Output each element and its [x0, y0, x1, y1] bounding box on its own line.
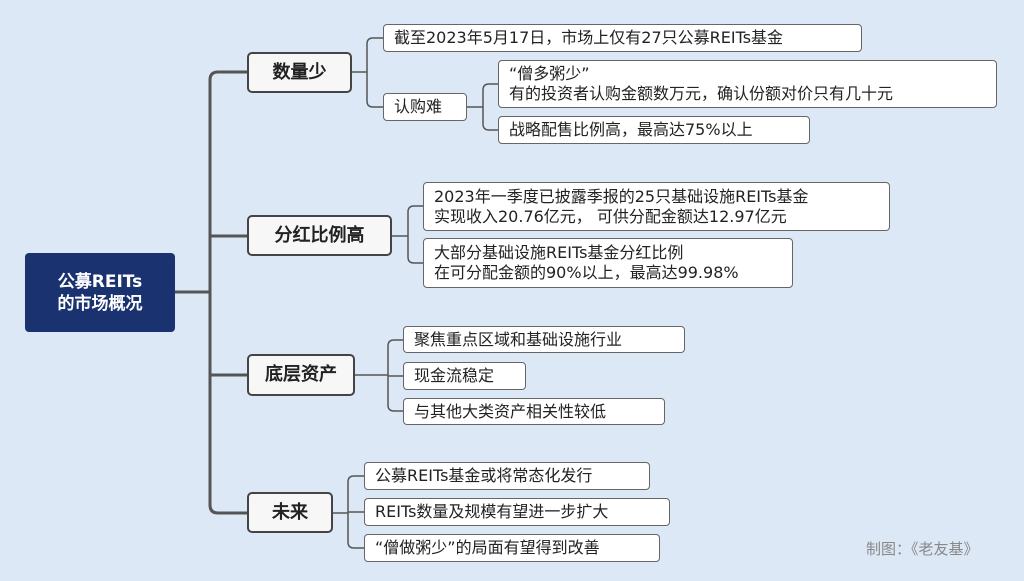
subtopic-scale-expansion[interactable]: REITs数量及规模有望进一步扩大	[364, 498, 670, 526]
node-line: 2023年一季度已披露季报的25只基础设施REITs基金	[434, 186, 809, 206]
subtopic-hard-to-subscribe[interactable]: 认购难	[383, 93, 467, 121]
root-line2: 的市场概况	[57, 293, 143, 314]
subtopic-normalized-issuance[interactable]: 公募REITs基金或将常态化发行	[364, 462, 650, 490]
topic-high-dividend[interactable]: 分红比例高	[247, 215, 392, 256]
topic-quantity-low[interactable]: 数量少	[247, 52, 352, 93]
node-line: 实现收入20.76亿元， 可供分配金额达12.97亿元	[434, 206, 787, 226]
credit-label: 制图：《老友基》	[866, 540, 979, 558]
node-line: “僧多粥少”	[509, 64, 590, 83]
subtopic-fund-count[interactable]: 截至2023年5月17日，市场上仅有27只公募REITs基金	[383, 24, 862, 52]
topic-future[interactable]: 未来	[247, 492, 333, 533]
node-line: 在可分配金额的90%以上，最高达99.98%	[434, 263, 739, 282]
root-node[interactable]: 公募REITs 的市场概况	[25, 253, 175, 332]
subtopic-improvement[interactable]: “僧做粥少”的局面有望得到改善	[364, 534, 660, 562]
subtopic-q1-income[interactable]: 2023年一季度已披露季报的25只基础设施REITs基金 实现收入20.76亿元…	[423, 182, 890, 231]
subtopic-low-correlation[interactable]: 与其他大类资产相关性较低	[403, 398, 665, 425]
subtopic-stable-cashflow[interactable]: 现金流稳定	[403, 362, 526, 390]
subtopic-dividend-ratio[interactable]: 大部分基础设施REITs基金分红比例 在可分配金额的90%以上，最高达99.98…	[423, 238, 793, 288]
node-line: 有的投资者认购金额数万元，确认份额对价只有几十元	[509, 84, 894, 103]
topic-underlying-assets[interactable]: 底层资产	[247, 354, 355, 396]
node-line: 大部分基础设施REITs基金分红比例	[434, 243, 684, 262]
subtopic-oversubscribed[interactable]: “僧多粥少” 有的投资者认购金额数万元，确认份额对价只有几十元	[498, 60, 997, 108]
subtopic-strategic-placement[interactable]: 战略配售比例高，最高达75%以上	[498, 116, 810, 144]
subtopic-focus-regions[interactable]: 聚焦重点区域和基础设施行业	[403, 326, 685, 353]
root-line1: 公募REITs	[57, 271, 143, 292]
